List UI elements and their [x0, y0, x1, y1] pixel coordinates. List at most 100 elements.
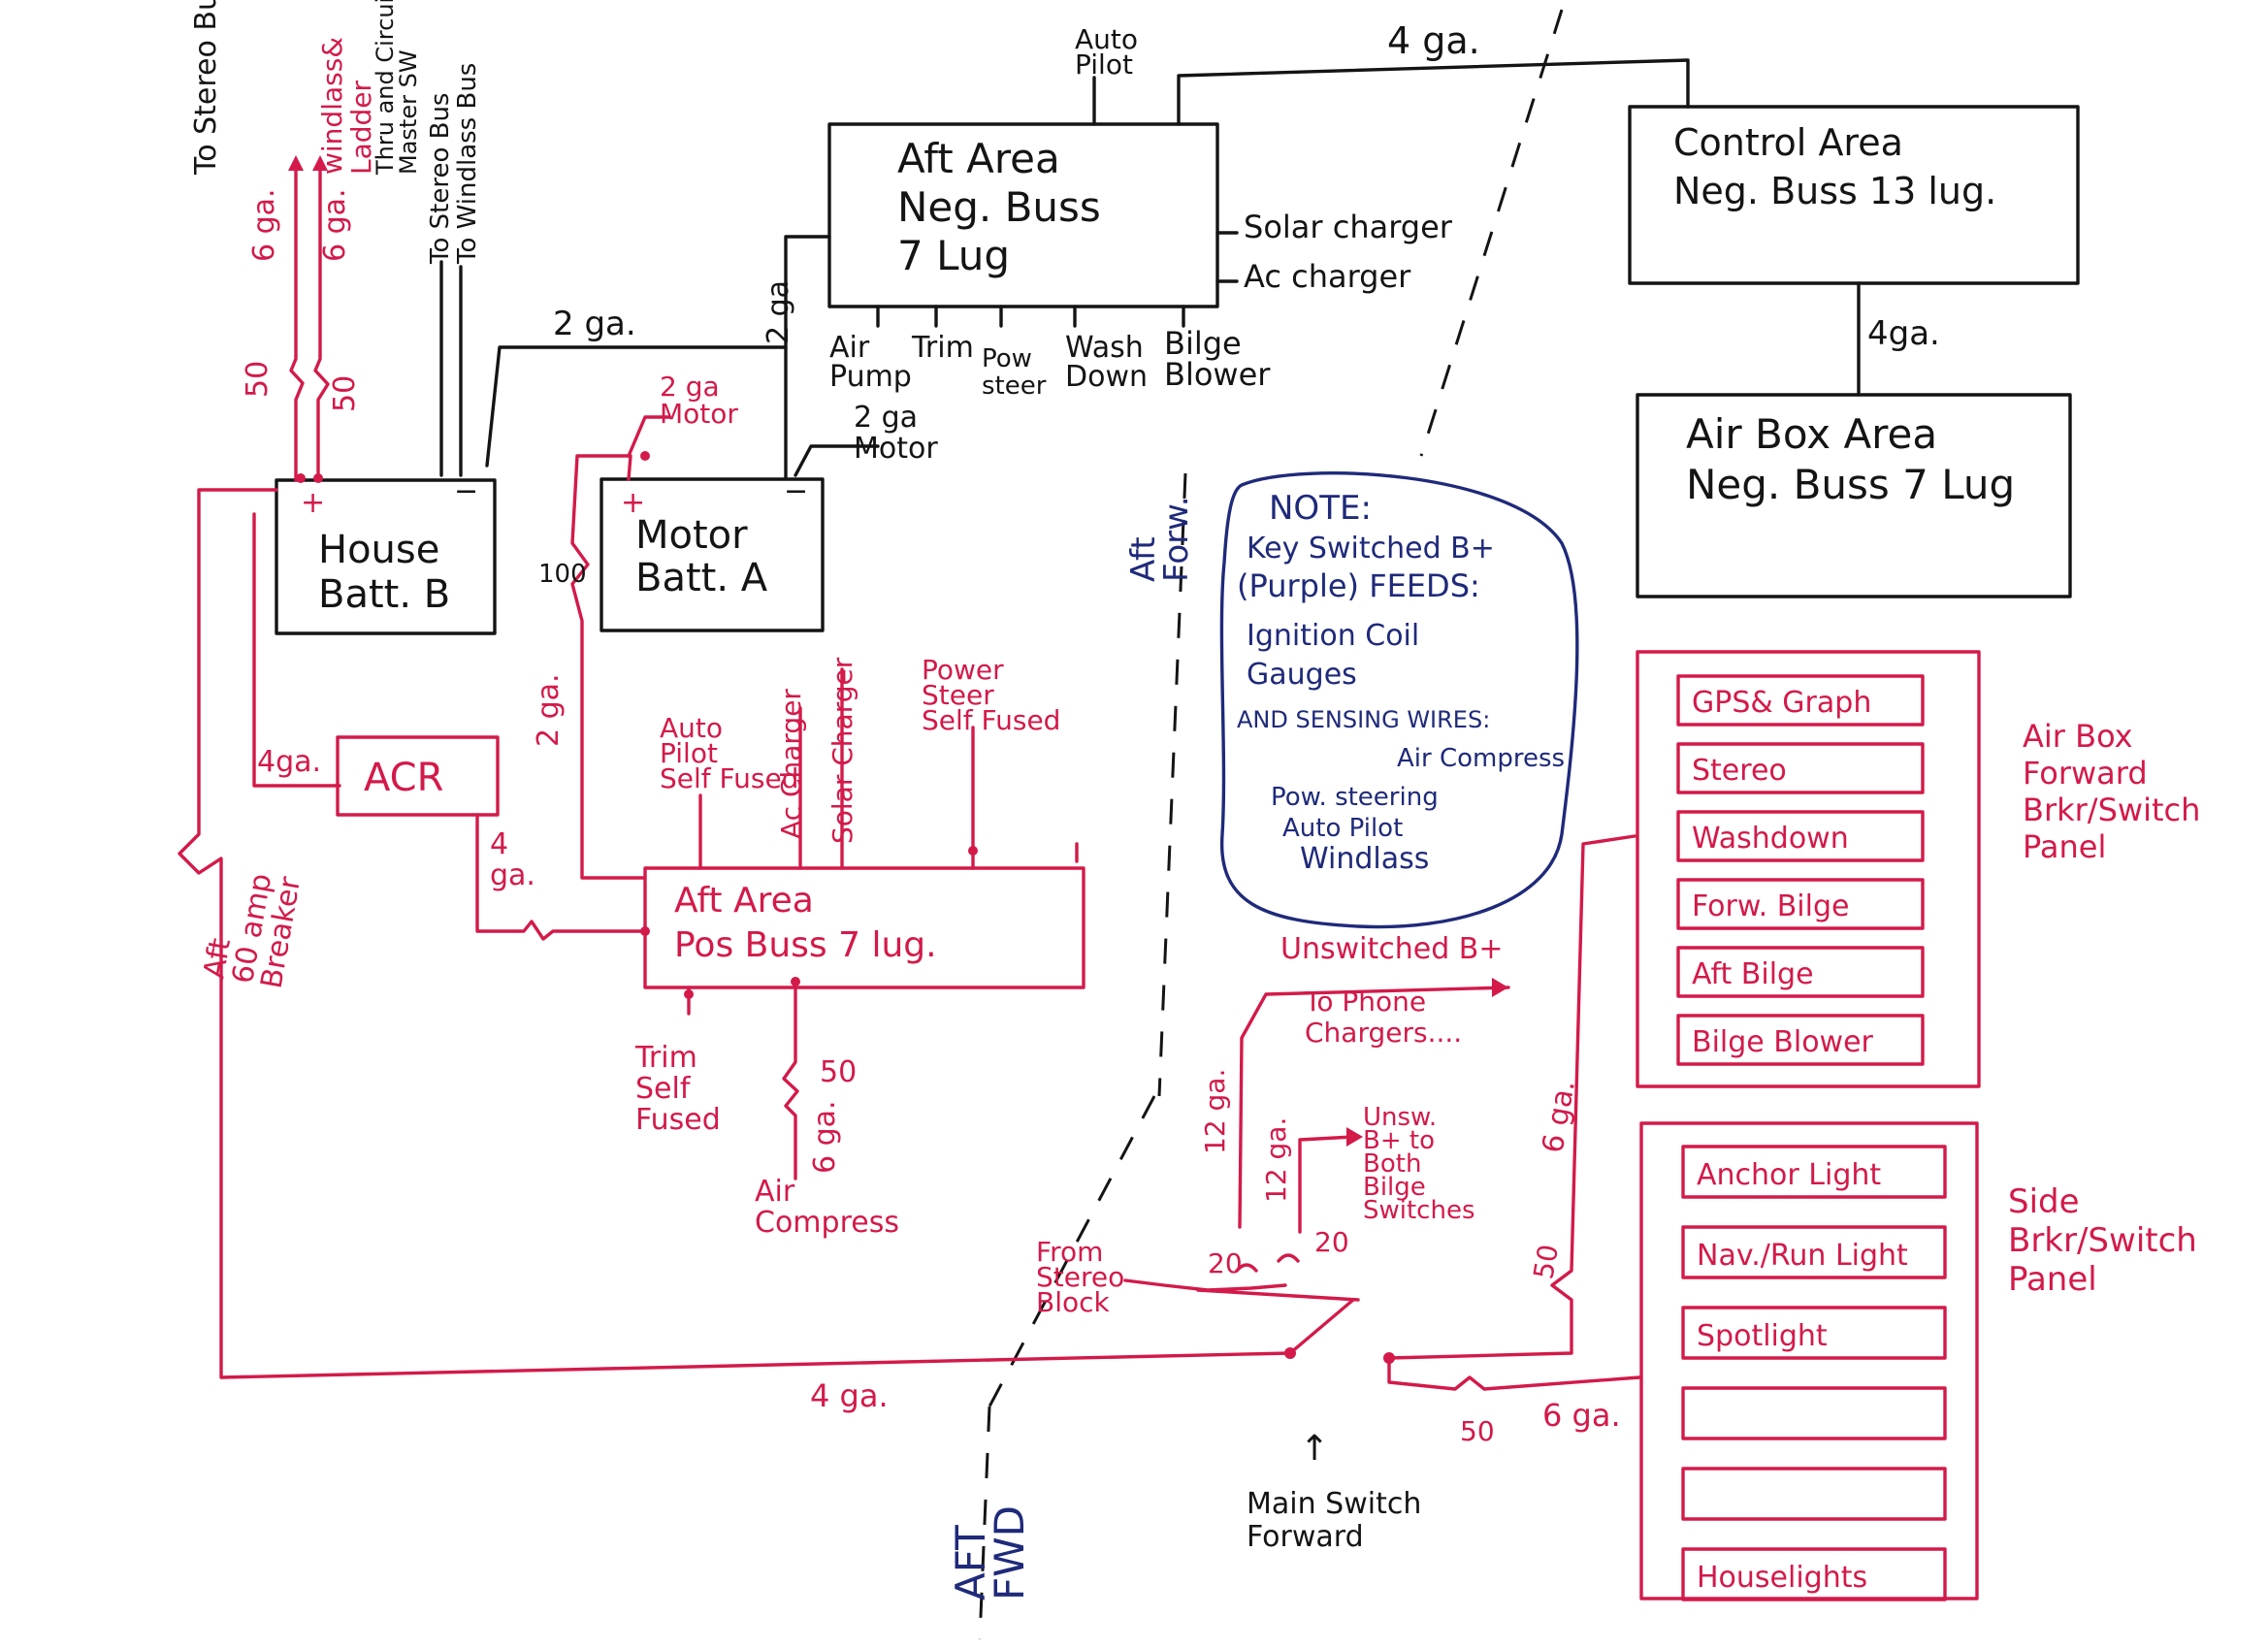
air-box-panel-slot-4 — [1676, 878, 1925, 930]
label-aft-forw: AftForw. — [1124, 496, 1196, 582]
note-line-2: (Purple) FEEDS: — [1237, 567, 1480, 604]
label-aft-60amp-breaker: Aft60 ampBreaker — [197, 863, 308, 991]
label-solar-charger-neg: Solar charger — [1244, 209, 1453, 245]
note-title: NOTE: — [1269, 489, 1372, 528]
label-4ga-acr-left: 4ga. — [257, 745, 321, 779]
air-box-area-box — [1636, 393, 2072, 598]
air-box-panel-label-4: Forw. Bilge — [1692, 889, 1849, 923]
air-box-panel-slot-6 — [1676, 1014, 1925, 1066]
aft-fwd-divider — [978, 9, 1564, 1640]
side-panel-slot-2 — [1681, 1225, 1947, 1279]
label-6ga-bottom: 6 ga. — [1542, 1397, 1621, 1434]
label-motor-plus: + — [621, 486, 645, 520]
label-thru-circuit-master: Thru and CircuitMaster SW — [372, 0, 422, 176]
side-panel-slot-6 — [1681, 1547, 1947, 1601]
note-line-4: Gauges — [1247, 658, 1357, 692]
acr-box — [336, 735, 500, 817]
label-fuse-50-a: 50 — [241, 361, 275, 398]
label-fuse-20-a: 20 — [1208, 1247, 1243, 1279]
aft-neg-buss-box — [827, 122, 1219, 308]
label-to-stereo-windlass-bus: To Stereo BusTo Windlass Bus — [426, 63, 482, 265]
label-motor-minus: − — [784, 474, 808, 508]
label-fuse-50-b: 50 — [328, 375, 362, 412]
note-line-9: Windlass — [1300, 842, 1429, 876]
side-panel-label-1: Anchor Light — [1697, 1158, 1881, 1192]
label-fuse-50-bottom: 50 — [1460, 1415, 1495, 1447]
air-box-panel-label-1: GPS& Graph — [1692, 686, 1871, 720]
side-panel-label-2: Nav./Run Light — [1697, 1239, 1908, 1273]
label-trim: Trim — [911, 331, 974, 365]
air-box-panel-slot-5 — [1676, 946, 1925, 998]
side-panel-box — [1639, 1121, 1979, 1600]
air-box-panel-slot-3 — [1676, 810, 1925, 862]
label-fuse-50-pos: 50 — [820, 1055, 857, 1089]
control-area-box — [1628, 105, 2080, 285]
label-ac-charger-pos: Ac Charger — [775, 689, 807, 839]
note-line-1: Key Switched B+ — [1247, 532, 1495, 566]
negative-wiring — [275, 58, 2080, 635]
label-4ga-top: 4 ga. — [1387, 19, 1480, 62]
side-panel-slot-5 — [1681, 1467, 1947, 1521]
motor-batt-box — [599, 477, 825, 632]
air-box-panel-slot-2 — [1676, 742, 1925, 794]
air-box-panel-slot-1 — [1676, 674, 1925, 727]
label-12ga-a: 12 ga. — [1199, 1069, 1231, 1154]
label-2ga-vertical: 2 ga — [761, 280, 795, 344]
note-line-5: AND SENSING WIRES: — [1237, 706, 1490, 733]
side-panel-label-3: Spotlight — [1697, 1319, 1828, 1353]
label-acr: ACR — [364, 756, 443, 800]
label-windlass-ladder: windlass&Ladder — [316, 37, 377, 175]
label-6ga-b: 6 ga. — [318, 188, 352, 262]
label-4ga-control: 4ga. — [1867, 314, 1940, 353]
label-4ga-bottom: 4 ga. — [810, 1377, 889, 1414]
label-house-plus: + — [301, 486, 325, 520]
air-box-panel-label-2: Stereo — [1692, 754, 1787, 788]
label-to-stereo-bus: To Stereo Bus — [189, 0, 223, 176]
house-batt-box — [275, 478, 497, 635]
label-unswitched-b: Unswitched B+ — [1280, 932, 1504, 966]
label-12ga-b: 12 ga. — [1260, 1117, 1292, 1203]
label-fuse-20-b: 20 — [1314, 1226, 1349, 1258]
label-solar-charger-pos: Solar Charger — [826, 657, 859, 844]
air-box-panel-label-6: Bilge Blower — [1692, 1025, 1874, 1059]
note-line-3: Ignition Coil — [1247, 619, 1419, 653]
label-2ga-top: 2 ga. — [553, 305, 636, 343]
side-panel-slot-4 — [1681, 1386, 1947, 1440]
air-box-panel-label-3: Washdown — [1692, 822, 1849, 856]
side-panel-label-6: Houselights — [1697, 1561, 1867, 1595]
note-line-8: Auto Pilot — [1282, 814, 1403, 843]
note-line-7: Pow. steering — [1271, 783, 1439, 812]
side-panel-slot-3 — [1681, 1306, 1947, 1360]
arrow-up-icon: ↑ — [1300, 1429, 1329, 1469]
positive-wiring — [178, 155, 1981, 1600]
note-line-6: Air Compress — [1397, 744, 1565, 773]
label-fuse-100: 100 — [538, 560, 587, 589]
side-panel-slot-1 — [1681, 1145, 1947, 1199]
label-6ga-a: 6 ga. — [247, 188, 281, 262]
